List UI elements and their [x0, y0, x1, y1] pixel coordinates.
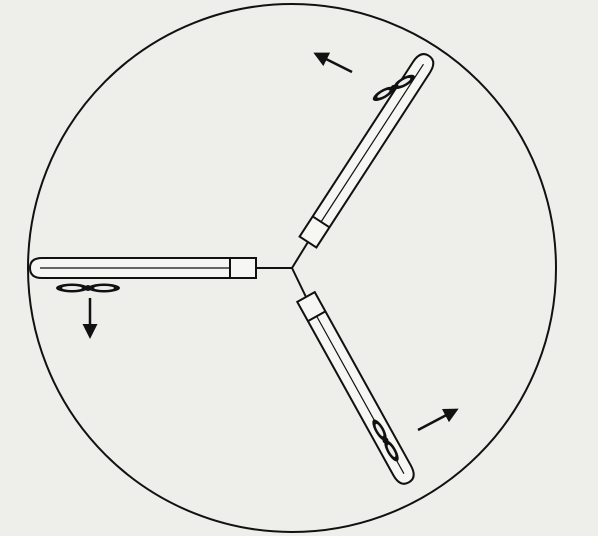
rotor-icon [56, 283, 120, 293]
arm-body [298, 53, 435, 249]
arm-collar [307, 310, 326, 322]
hub-strut-lower-right [291, 267, 307, 298]
boundary-circle [27, 3, 557, 533]
hub-strut-upper-right [291, 241, 309, 269]
arrow-up-right-icon [417, 408, 459, 432]
arm-inner-line [320, 63, 424, 223]
arm-collar [312, 215, 331, 229]
hub [256, 241, 309, 298]
left-arm [28, 257, 257, 339]
rotor-icon [372, 419, 399, 462]
rotor-icon [372, 74, 415, 102]
arrow-up-left-icon [313, 52, 353, 74]
upper-right-arm [298, 53, 435, 249]
lower-right-arm [295, 290, 415, 485]
